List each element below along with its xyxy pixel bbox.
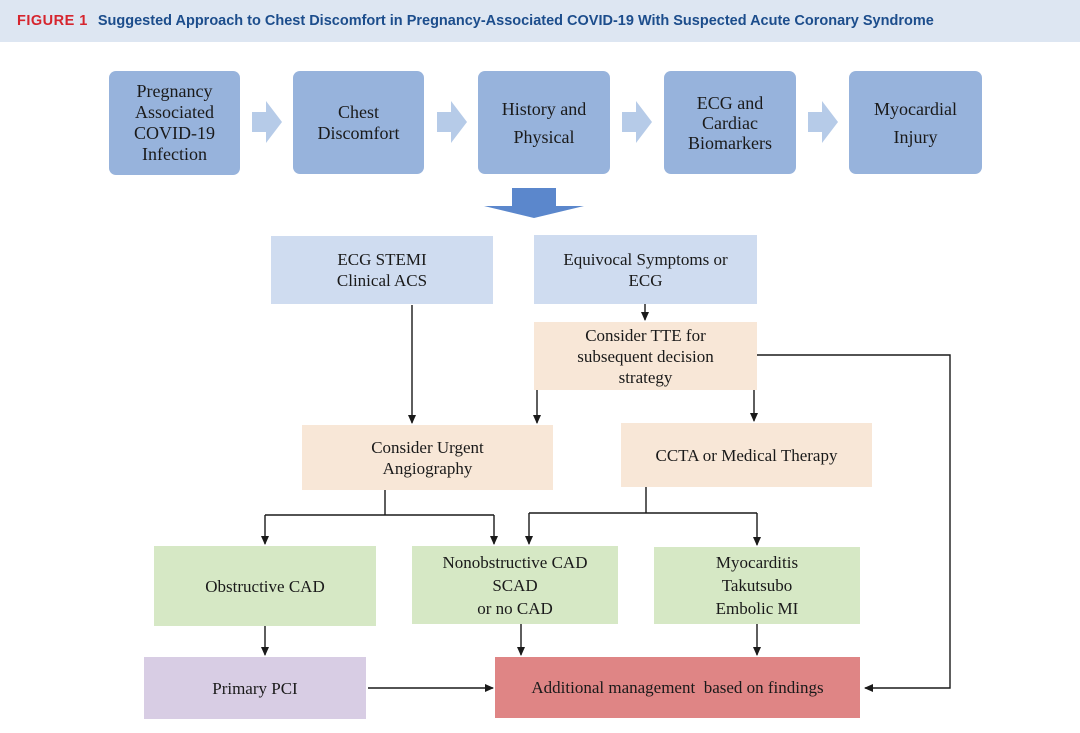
figure-header: FIGURE 1 Suggested Approach to Chest Dis… [0, 0, 1080, 42]
connector-lines [261, 304, 951, 692]
node-additional-management: Additional management based on findings [495, 657, 860, 718]
node-ccta-medical: CCTA or Medical Therapy [621, 423, 872, 487]
chevron-arrow-4 [808, 101, 838, 143]
chevron-arrows [252, 101, 838, 143]
figure-title: Suggested Approach to Chest Discomfort i… [97, 13, 934, 29]
step-ecg-biomarkers: ECG and Cardiac Biomarkers [664, 71, 796, 174]
node-equivocal-symptoms: Equivocal Symptoms or ECG [534, 235, 757, 304]
node-primary-pci: Primary PCI [144, 657, 366, 719]
big-down-arrow-stem [512, 188, 556, 207]
node-urgent-angiography: Consider Urgent Angiography [302, 425, 553, 490]
chevron-arrow-1 [252, 101, 282, 143]
chevron-arrow-3 [622, 101, 652, 143]
figure-label: FIGURE 1 [17, 13, 88, 29]
arrow-tte-to-management [757, 354, 951, 692]
node-obstructive-cad: Obstructive CAD [154, 546, 376, 626]
node-myocarditis: Myocarditis Takutsubo Embolic MI [654, 547, 860, 624]
step-myocardial-injury: Myocardial Injury [849, 71, 982, 174]
big-down-arrow [484, 206, 584, 218]
step-history-physical: History and Physical [478, 71, 610, 174]
node-consider-tte: Consider TTE for subsequent decision str… [534, 322, 757, 390]
step-pregnancy-covid: Pregnancy Associated COVID-19 Infection [109, 71, 240, 175]
node-ecg-stemi: ECG STEMI Clinical ACS [271, 236, 493, 304]
chevron-arrow-2 [437, 101, 467, 143]
node-nonobstructive-cad: Nonobstructive CAD SCAD or no CAD [412, 546, 618, 624]
step-chest-discomfort: Chest Discomfort [293, 71, 424, 174]
